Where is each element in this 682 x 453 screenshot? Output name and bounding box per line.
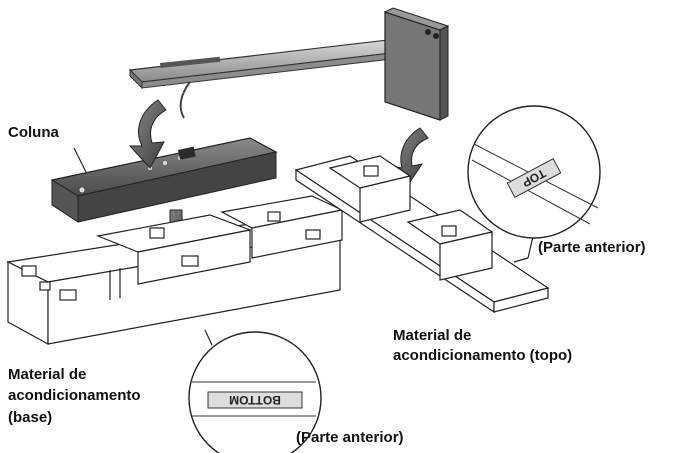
label-packing-top-2: acondicionamento (topo)	[393, 347, 573, 364]
label-packing-base-3: (base)	[8, 409, 53, 426]
column-unit	[50, 137, 278, 223]
bottom-mark-text: BOTTOM	[229, 393, 281, 407]
label-column: Coluna	[8, 124, 59, 141]
detail-circle-top: TOP	[467, 105, 601, 239]
label-front-bottom: (Parte anterior)	[296, 429, 404, 446]
label-front-top: (Parte anterior)	[538, 239, 646, 256]
detail-circle-bottom: BOTTOM	[188, 331, 322, 453]
packing-top	[294, 155, 550, 314]
label-packing-top-1: Material de	[393, 327, 472, 344]
label-packing-base-1: Material de	[8, 366, 87, 383]
label-packing-base-2: acondicionamento	[8, 387, 141, 404]
packing-base	[6, 195, 344, 346]
speaker-bar	[128, 7, 450, 121]
arrow-bar-to-column	[128, 99, 167, 169]
